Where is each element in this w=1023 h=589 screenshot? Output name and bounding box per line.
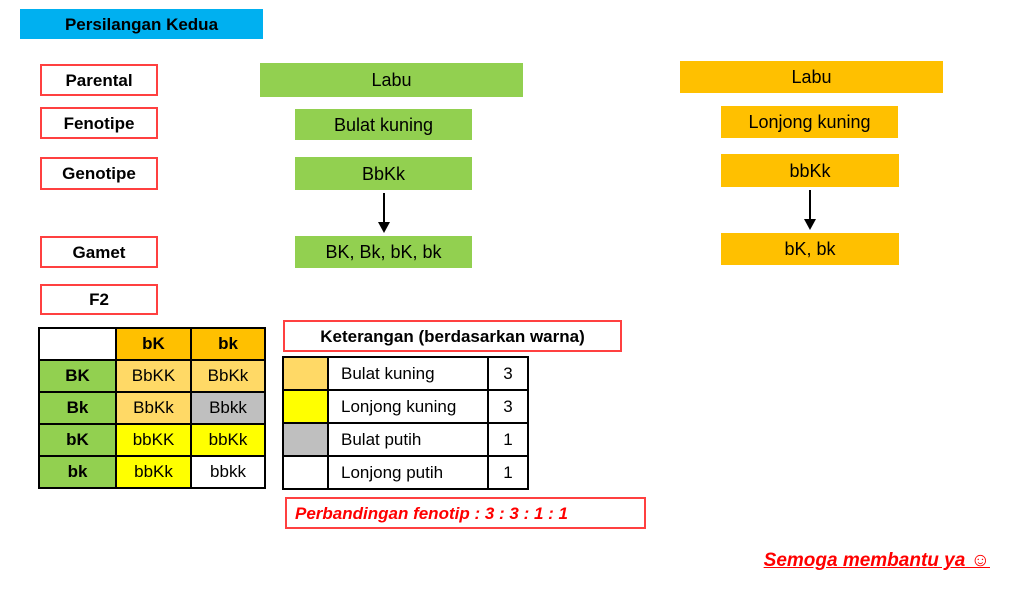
punnett-row-header: Bk [38,391,117,425]
label-gamet: Gamet [40,236,158,268]
punnett-row: Bk BbKk Bbkk [38,391,266,425]
parent1-genotipe-box: BbKk [295,157,472,190]
legend-title: Keterangan (berdasarkan warna) [283,320,622,352]
arrow-down-icon [809,190,811,220]
legend-row: Bulat kuning 3 [282,356,529,391]
label-parental: Parental [40,64,158,96]
punnett-cell: BbKk [190,359,266,393]
footer-note: Semoga membantu ya ☺ [763,550,990,571]
parent1-fenotipe-box: Bulat kuning [295,109,472,140]
arrow-down-icon [383,193,385,223]
punnett-row: bK bbKK bbKk [38,423,266,457]
punnett-cell: BbKk [115,391,192,425]
legend-count: 1 [487,455,529,490]
arrow-down-head-icon [378,222,390,233]
parent1-gamet-box: BK, Bk, bK, bk [295,236,472,268]
punnett-cell: bbKK [115,423,192,457]
label-fenotipe: Fenotipe [40,107,158,139]
label-genotipe: Genotipe [40,157,158,190]
legend-label: Lonjong putih [327,455,489,490]
legend-label: Bulat kuning [327,356,489,391]
punnett-empty-cell [38,327,117,361]
punnett-col-header: bk [190,327,266,361]
legend-swatch [282,422,329,457]
parent2-name-box: Labu [680,61,943,93]
legend-label: Bulat putih [327,422,489,457]
page-title: Persilangan Kedua [20,9,263,39]
punnett-row-header: BK [38,359,117,393]
punnett-row-header: bK [38,423,117,457]
legend-swatch [282,455,329,490]
phenotype-ratio: Perbandingan fenotip : 3 : 3 : 1 : 1 [285,497,646,529]
punnett-header-row: bK bk [38,327,266,361]
punnett-row: BK BbKK BbKk [38,359,266,393]
legend-table: Bulat kuning 3 Lonjong kuning 3 Bulat pu… [282,356,529,490]
legend-count: 3 [487,356,529,391]
parent2-genotipe-box: bbKk [721,154,899,187]
punnett-cell: Bbkk [190,391,266,425]
legend-row: Lonjong kuning 3 [282,389,529,424]
legend-label: Lonjong kuning [327,389,489,424]
punnett-cell: BbKK [115,359,192,393]
legend-count: 3 [487,389,529,424]
punnett-row: bk bbKk bbkk [38,455,266,489]
label-f2: F2 [40,284,158,315]
punnett-cell: bbkk [190,455,266,489]
parent1-name-box: Labu [260,63,523,97]
legend-row: Lonjong putih 1 [282,455,529,490]
parent2-fenotipe-box: Lonjong kuning [721,106,898,138]
legend-swatch [282,389,329,424]
punnett-col-header: bK [115,327,192,361]
legend-swatch [282,356,329,391]
punnett-cell: bbKk [190,423,266,457]
parent2-gamet-box: bK, bk [721,233,899,265]
punnett-row-header: bk [38,455,117,489]
punnett-table: bK bk BK BbKK BbKk Bk BbKk Bbkk bK bbKK … [38,327,266,489]
arrow-down-head-icon [804,219,816,230]
legend-row: Bulat putih 1 [282,422,529,457]
punnett-cell: bbKk [115,455,192,489]
legend-count: 1 [487,422,529,457]
